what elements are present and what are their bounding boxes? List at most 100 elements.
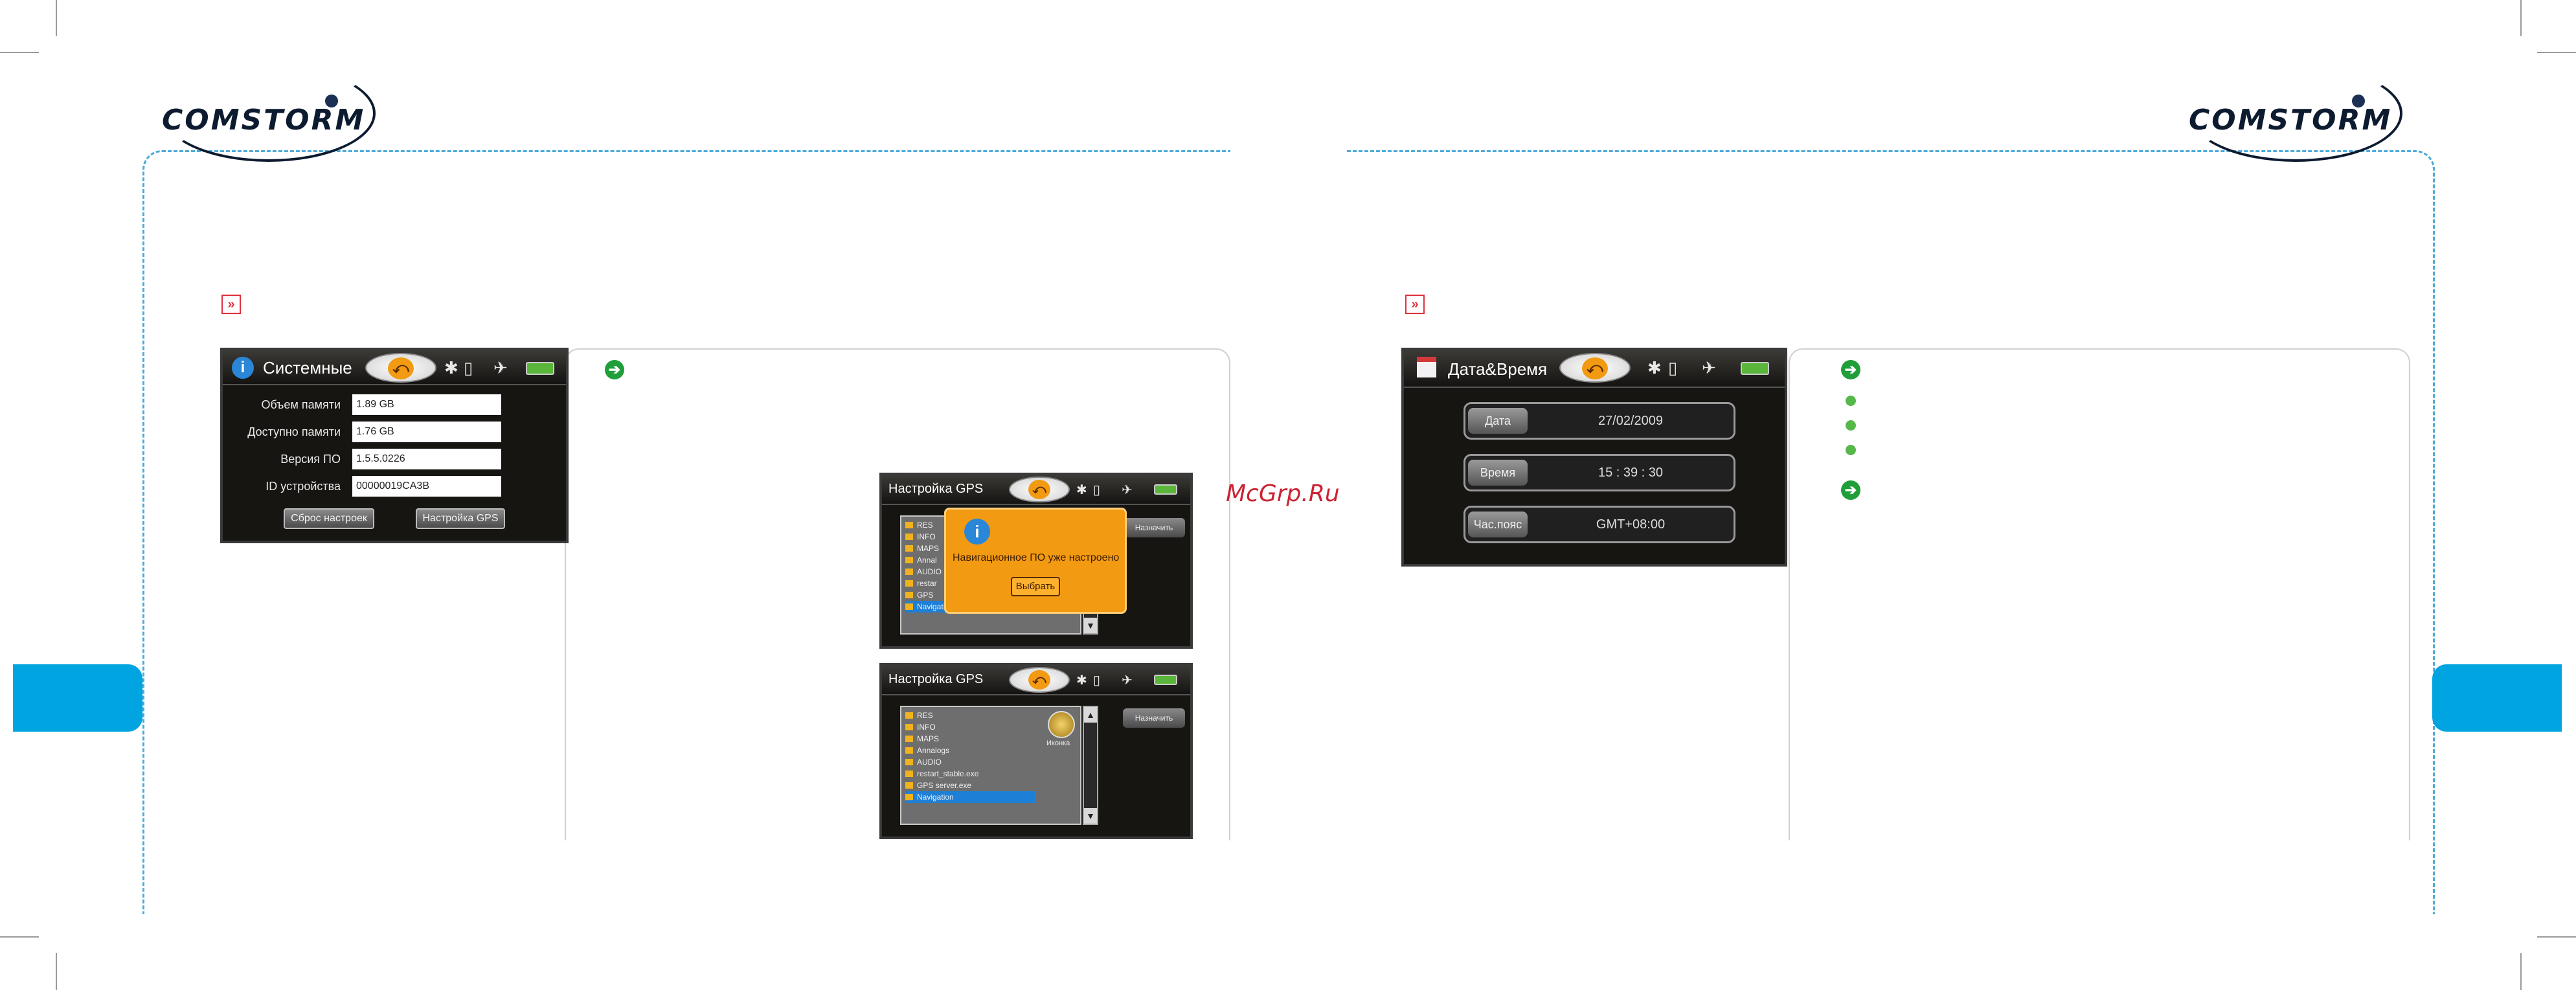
gear-icon[interactable] — [1048, 711, 1075, 738]
bluetooth-icon: ✱ — [1076, 673, 1087, 688]
folder-icon — [905, 736, 913, 742]
file-name: Annal — [917, 556, 937, 565]
screen-header: Настройка GPS ⤺ ✱ ▯ ✈ — [882, 666, 1190, 695]
file-icon — [905, 794, 913, 800]
list-item-selected[interactable]: Navigation — [905, 791, 1035, 803]
bullet-icon — [1846, 420, 1856, 431]
left-page-frame — [142, 150, 1230, 914]
back-button[interactable]: ⤺ — [1009, 477, 1070, 502]
date-label[interactable]: Дата — [1468, 408, 1528, 434]
folder-icon — [905, 568, 913, 575]
list-item[interactable]: RES — [905, 519, 933, 531]
assign-button[interactable]: Назначить — [1123, 518, 1185, 537]
datetime-screen: Дата&Время ⤺ ✱ ▯ ✈ Дата 27/02/2009 Время… — [1401, 348, 1787, 567]
arrow-icon: ➔ — [1841, 480, 1860, 500]
back-button[interactable]: ⤺ — [365, 353, 436, 383]
device-id-label: ID устройства — [266, 480, 341, 493]
phone-icon: ▯ — [1093, 483, 1101, 497]
bluetooth-icon: ✱ — [444, 358, 458, 377]
back-button[interactable]: ⤺ — [1009, 667, 1070, 693]
back-button[interactable]: ⤺ — [1559, 353, 1631, 383]
list-item[interactable]: Annal — [905, 554, 937, 566]
bullet-icon — [1846, 445, 1856, 455]
file-icon — [905, 592, 913, 598]
list-item[interactable]: GPS server.exe — [905, 780, 971, 791]
file-name: Navigation — [917, 793, 954, 802]
gps-settings-button[interactable]: Настройка GPS — [416, 508, 505, 529]
scroll-down-icon[interactable]: ▼ — [1084, 618, 1097, 633]
software-version-value: 1.5.5.0226 — [352, 449, 501, 469]
file-name: MAPS — [917, 734, 940, 743]
device-id-value: 00000019CA3B — [352, 476, 501, 497]
screen-title: Настройка GPS — [888, 672, 984, 686]
gps-settings-screen-list: Настройка GPS ⤺ ✱ ▯ ✈ RES INFO MAPS Anna… — [879, 663, 1193, 839]
time-row[interactable]: Время 15 : 39 : 30 — [1463, 454, 1735, 491]
system-settings-screen: i Системные ⤺ ✱ ▯ ✈ Объем памяти 1.89 GB… — [220, 348, 569, 543]
file-icon — [905, 580, 913, 587]
list-item[interactable]: MAPS — [905, 543, 939, 554]
watermark: McGrp.Ru — [1226, 480, 1340, 507]
folder-icon — [905, 557, 913, 563]
popup-message: Навигационное ПО уже настроено — [953, 552, 1120, 563]
time-label[interactable]: Время — [1468, 460, 1528, 486]
list-item[interactable]: INFO — [905, 531, 936, 543]
phone-icon: ▯ — [464, 358, 473, 377]
date-row[interactable]: Дата 27/02/2009 — [1463, 402, 1735, 440]
list-item[interactable]: AUDIO — [905, 756, 942, 768]
back-arrow-icon: ⤺ — [1582, 357, 1608, 379]
right-content-box — [1789, 348, 2410, 840]
assign-button[interactable]: Назначить — [1123, 708, 1185, 728]
folder-icon — [905, 724, 913, 730]
list-item[interactable]: Annalogs — [905, 745, 949, 756]
list-item[interactable]: RES — [905, 710, 933, 721]
crop-mark — [0, 936, 39, 938]
list-item[interactable]: INFO — [905, 721, 936, 733]
screen-header: Настройка GPS ⤺ ✱ ▯ ✈ — [882, 475, 1190, 505]
scroll-down-icon[interactable]: ▼ — [1084, 808, 1097, 824]
phone-icon: ▯ — [1093, 673, 1101, 688]
battery-icon — [1741, 362, 1769, 375]
screen-title: Системные — [263, 358, 352, 377]
scroll-up-icon[interactable]: ▲ — [1084, 707, 1097, 723]
list-item[interactable]: restar — [905, 578, 937, 589]
crop-mark — [2520, 953, 2522, 990]
reset-settings-button[interactable]: Сброс настроек — [284, 508, 374, 529]
list-item[interactable]: AUDIO — [905, 566, 942, 578]
left-chapter-tab — [13, 664, 142, 732]
pin-icon: ✈ — [1122, 673, 1133, 688]
file-name: MAPS — [917, 544, 940, 553]
screen-title: Настройка GPS — [888, 482, 984, 496]
select-button[interactable]: Выбрать — [1011, 577, 1060, 596]
list-item[interactable]: MAPS — [905, 733, 939, 745]
right-page-frame — [1347, 150, 2435, 914]
file-name: AUDIO — [917, 758, 942, 767]
folder-icon — [905, 759, 913, 765]
folder-icon — [905, 522, 913, 528]
list-item[interactable]: restart_stable.exe — [905, 768, 978, 780]
section-marker-right: » — [1405, 295, 1425, 314]
back-arrow-icon: ⤺ — [1028, 670, 1050, 690]
file-name: INFO — [917, 532, 936, 541]
logo-dot — [325, 95, 338, 107]
back-arrow-icon: ⤺ — [388, 357, 414, 379]
bullet-icon — [1846, 396, 1856, 406]
free-memory-value: 1.76 GB — [352, 422, 501, 442]
time-value: 15 : 39 : 30 — [1598, 466, 1664, 480]
battery-icon — [1154, 675, 1177, 685]
left-content-box — [565, 348, 1230, 840]
section-marker-left: » — [221, 295, 241, 314]
list-item[interactable]: GPS — [905, 589, 933, 601]
alert-popup: i Навигационное ПО уже настроено Выбрать — [944, 508, 1127, 614]
back-arrow-icon: ⤺ — [1028, 480, 1050, 499]
logo-swoosh — [2189, 65, 2402, 162]
timezone-label[interactable]: Час.пояс — [1468, 512, 1528, 537]
timezone-row[interactable]: Час.пояс GMT+08:00 — [1463, 506, 1735, 543]
arrow-icon: ➔ — [605, 360, 624, 379]
pin-icon: ✈ — [493, 358, 508, 377]
logo-text: COMSTORM — [162, 104, 366, 137]
scrollbar[interactable]: ▲ ▼ — [1083, 706, 1098, 825]
folder-icon — [905, 712, 913, 719]
bluetooth-icon: ✱ — [1647, 358, 1662, 377]
file-name: restar — [917, 579, 937, 588]
